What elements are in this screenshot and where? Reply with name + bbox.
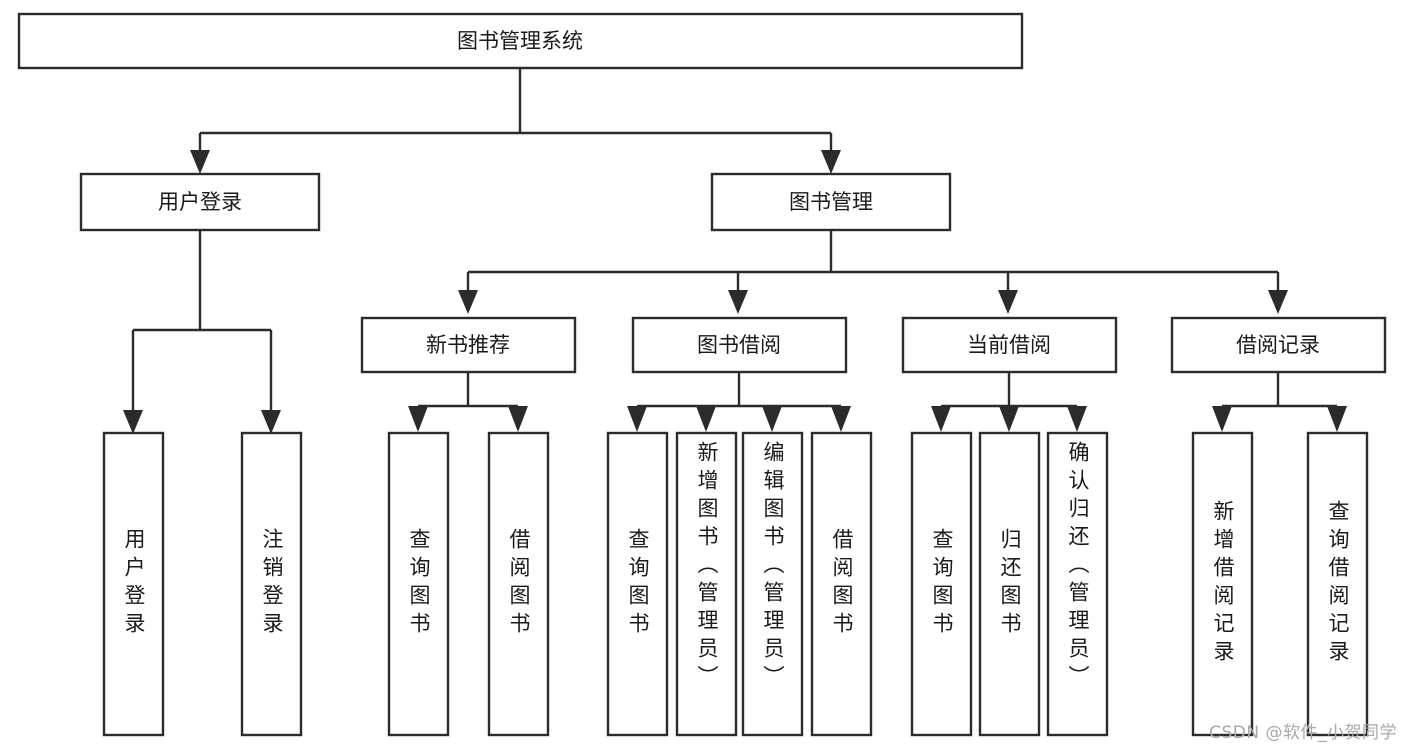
leaf-box-br-0[interactable] xyxy=(1191,431,1254,737)
user-login-box-label: 用户登录 xyxy=(158,190,242,214)
arrow-head-nbr-1 xyxy=(508,406,528,432)
arrow-head-cb-1 xyxy=(999,406,1019,432)
current-borrow-box-label: 当前借阅 xyxy=(967,333,1051,357)
new-book-recommend-box-label: 新书推荐 xyxy=(426,333,510,357)
leaf-box-bb-0[interactable] xyxy=(606,431,669,737)
book-borrow-box-shape xyxy=(631,316,848,374)
arrow-head-cb-2 xyxy=(1067,406,1087,432)
arrow-head-br-0 xyxy=(1212,406,1232,432)
arrow-head-level2-0 xyxy=(190,150,210,174)
arrow-head-br-1 xyxy=(1327,406,1347,432)
arrow-head-bb-2 xyxy=(762,406,782,432)
node-borrow-record[interactable]: 借阅记录 xyxy=(1170,316,1387,374)
borrow-record-box-shape xyxy=(1170,316,1387,374)
root-box-label: 图书管理系统 xyxy=(457,29,583,53)
leaf-box-cb-1[interactable] xyxy=(978,431,1041,737)
leaf-box-user-login-0[interactable] xyxy=(102,431,165,737)
node-user-login[interactable]: 用户登录 xyxy=(79,172,321,232)
leaf-box-bb-3[interactable] xyxy=(810,431,873,737)
arrow-head-level3-2 xyxy=(998,290,1018,314)
arrow-head-level3-1 xyxy=(728,290,748,314)
arrow-head-cb-0 xyxy=(931,406,951,432)
new-book-recommend-box-shape xyxy=(360,316,577,374)
borrow-record-box-label: 借阅记录 xyxy=(1236,333,1320,357)
leaf-box-user-login-1[interactable] xyxy=(240,431,303,737)
arrow-head-level2-1 xyxy=(821,150,841,174)
leaf-box-bb-2[interactable] xyxy=(741,431,804,737)
arrow-head-bb-1 xyxy=(696,406,716,432)
node-root-book-management-system[interactable]: 图书管理系统 xyxy=(17,12,1024,70)
arrow-head-level3-0 xyxy=(458,290,478,314)
book-borrow-box-label: 图书借阅 xyxy=(697,333,781,357)
arrow-head-user-login-0 xyxy=(123,410,143,434)
node-book-borrow[interactable]: 图书借阅 xyxy=(631,316,848,374)
leaf-box-nbr-1[interactable] xyxy=(487,431,550,737)
leaf-box-cb-0[interactable] xyxy=(910,431,973,737)
node-new-book-recommend[interactable]: 新书推荐 xyxy=(360,316,577,374)
arrow-head-nbr-0 xyxy=(408,406,428,432)
book-management-box-label: 图书管理 xyxy=(789,190,873,214)
root-box-shape xyxy=(17,12,1024,70)
node-current-borrow[interactable]: 当前借阅 xyxy=(901,316,1118,374)
leaf-box-nbr-0[interactable] xyxy=(387,431,450,737)
book-management-box-shape xyxy=(710,172,952,232)
arrow-head-level3-3 xyxy=(1268,290,1288,314)
leaf-box-br-1[interactable] xyxy=(1306,431,1369,737)
node-book-management[interactable]: 图书管理 xyxy=(710,172,952,232)
arrow-head-user-login-1 xyxy=(261,410,281,434)
leaf-box-bb-1[interactable] xyxy=(675,431,738,737)
current-borrow-box-shape xyxy=(901,316,1118,374)
arrow-head-bb-0 xyxy=(627,406,647,432)
leaf-box-cb-2[interactable] xyxy=(1046,431,1109,737)
csdn-watermark: CSDN @软件_小贺同学 xyxy=(1209,723,1397,743)
arrow-head-bb-3 xyxy=(831,406,851,432)
